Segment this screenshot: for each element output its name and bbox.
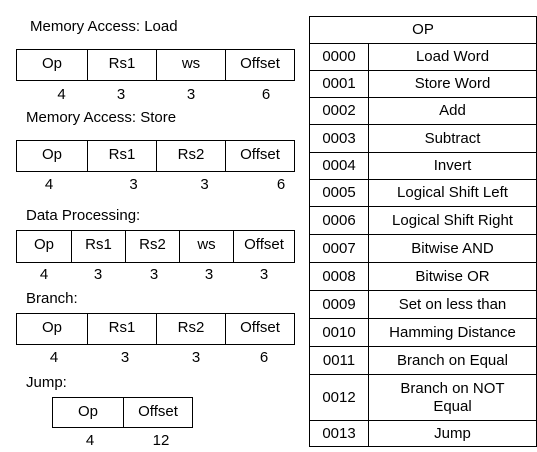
- field-offset: Offset: [240, 55, 280, 72]
- field-ws: ws: [157, 50, 226, 80]
- size-offset: 12: [152, 432, 170, 449]
- store-format-fields: Op Rs1 Rs2 Offset: [16, 140, 295, 172]
- field-rs1: Rs1: [72, 231, 126, 262]
- opcode-cell: 0001: [309, 70, 369, 98]
- field-op: Op: [17, 314, 88, 344]
- branch-format-fields: Op Rs1 Rs2 Offset: [16, 313, 295, 345]
- field-offset: Offset: [138, 403, 178, 420]
- field-rs1: Rs1: [88, 314, 157, 344]
- opcode-cell: 0007: [309, 234, 369, 263]
- size-offset: 6: [259, 349, 269, 366]
- table-row: 0013 Jump: [309, 420, 537, 447]
- size-ws: 3: [204, 266, 214, 283]
- instruction-name-cell: Hamming Distance: [368, 318, 537, 347]
- size-rs2: 3: [149, 266, 159, 283]
- instruction-name-cell: Invert: [368, 152, 537, 180]
- opcode-cell: 0010: [309, 318, 369, 347]
- store-format-sizes: 4 3 3 6: [16, 176, 338, 194]
- table-row: 0004 Invert: [309, 152, 537, 180]
- opcode-cell: 0011: [309, 346, 369, 375]
- size-rs2: 3: [200, 176, 209, 193]
- size-rs1: 3: [93, 266, 103, 283]
- size-op: 4: [49, 349, 59, 366]
- size-offset: 6: [276, 176, 286, 193]
- instruction-name-cell: Bitwise OR: [368, 262, 537, 291]
- table-row: 0007 Bitwise AND: [309, 234, 537, 263]
- jump-format-title: Jump:: [26, 374, 67, 391]
- jump-format-sizes: 4 12: [52, 432, 194, 450]
- table-row: 0008 Bitwise OR: [309, 262, 537, 291]
- branch-format-title: Branch:: [26, 290, 78, 307]
- load-format-title: Memory Access: Load: [30, 18, 178, 35]
- table-row: 0001 Store Word: [309, 70, 537, 98]
- field-op: Op: [17, 141, 88, 171]
- instruction-name-cell: Subtract: [368, 124, 537, 153]
- field-rs2: Rs2: [126, 231, 180, 262]
- size-offset: 3: [259, 266, 269, 283]
- table-row: 0012 Branch on NOT Equal: [309, 374, 537, 421]
- size-rs1: 3: [120, 349, 130, 366]
- size-op: 4: [57, 86, 66, 103]
- instruction-name-cell: Branch on NOT Equal: [368, 374, 537, 421]
- field-op: Op: [53, 398, 124, 427]
- size-rs1: 3: [129, 176, 138, 193]
- field-rs2: Rs2: [157, 314, 226, 344]
- table-row: 0011 Branch on Equal: [309, 346, 537, 375]
- size-op: 4: [39, 266, 49, 283]
- jump-format-fields: Op Offset: [52, 397, 193, 428]
- instruction-name-cell: Add: [368, 97, 537, 125]
- field-rs2: Rs2: [157, 141, 226, 171]
- opcode-cell: 0005: [309, 179, 369, 207]
- instruction-name-cell: Set on less than: [368, 290, 537, 319]
- size-offset: 6: [261, 86, 271, 103]
- branch-format-sizes: 4 3 3 6: [16, 349, 294, 367]
- opcode-cell: 0012: [309, 374, 369, 421]
- opcode-cell: 0013: [309, 420, 369, 447]
- opcode-cell: 0003: [309, 124, 369, 153]
- instruction-name-cell: Logical Shift Right: [368, 206, 537, 235]
- instruction-name-cell: Load Word: [368, 43, 537, 71]
- opcode-table-header-row: OP: [309, 16, 537, 44]
- size-ws: 3: [186, 86, 196, 103]
- dataproc-format-title: Data Processing:: [26, 207, 141, 224]
- instruction-name-cell: Branch on Equal: [368, 346, 537, 375]
- dataproc-format-sizes: 4 3 3 3 3: [16, 266, 294, 284]
- field-op: Op: [17, 231, 72, 262]
- opcode-cell: 0004: [309, 152, 369, 180]
- dataproc-format-fields: Op Rs1 Rs2 ws Offset: [16, 230, 295, 263]
- opcode-cell: 0002: [309, 97, 369, 125]
- table-row: 0006 Logical Shift Right: [309, 206, 537, 235]
- opcode-cell: 0009: [309, 290, 369, 319]
- load-format-fields: Op Rs1 ws Offset: [16, 49, 295, 81]
- load-format-sizes: 4 3 3 6: [16, 86, 285, 104]
- table-row: 0010 Hamming Distance: [309, 318, 537, 347]
- table-row: 0003 Subtract: [309, 124, 537, 153]
- opcode-cell: 0008: [309, 262, 369, 291]
- opcode-table-header: OP: [309, 16, 537, 44]
- field-offset: Offset: [240, 146, 280, 163]
- opcode-table: OP 0000 Load Word 0001 Store Word 0002 A…: [309, 16, 537, 447]
- table-row: 0002 Add: [309, 97, 537, 125]
- instruction-name-cell: Jump: [368, 420, 537, 447]
- table-row: 0009 Set on less than: [309, 290, 537, 319]
- opcode-cell: 0000: [309, 43, 369, 71]
- store-format-title: Memory Access: Store: [26, 109, 177, 126]
- field-ws: ws: [180, 231, 234, 262]
- size-op: 4: [85, 432, 95, 449]
- field-offset: Offset: [240, 319, 280, 336]
- field-op: Op: [17, 50, 88, 80]
- field-rs1: Rs1: [88, 50, 157, 80]
- opcode-cell: 0006: [309, 206, 369, 235]
- field-offset: Offset: [244, 236, 284, 253]
- instruction-name-cell: Bitwise AND: [368, 234, 537, 263]
- instruction-name-cell: Store Word: [368, 70, 537, 98]
- table-row: 0005 Logical Shift Left: [309, 179, 537, 207]
- size-op: 4: [44, 176, 54, 193]
- instruction-name-cell: Logical Shift Left: [368, 179, 537, 207]
- table-row: 0000 Load Word: [309, 43, 537, 71]
- field-rs1: Rs1: [88, 141, 157, 171]
- size-rs2: 3: [191, 349, 201, 366]
- size-rs1: 3: [116, 86, 126, 103]
